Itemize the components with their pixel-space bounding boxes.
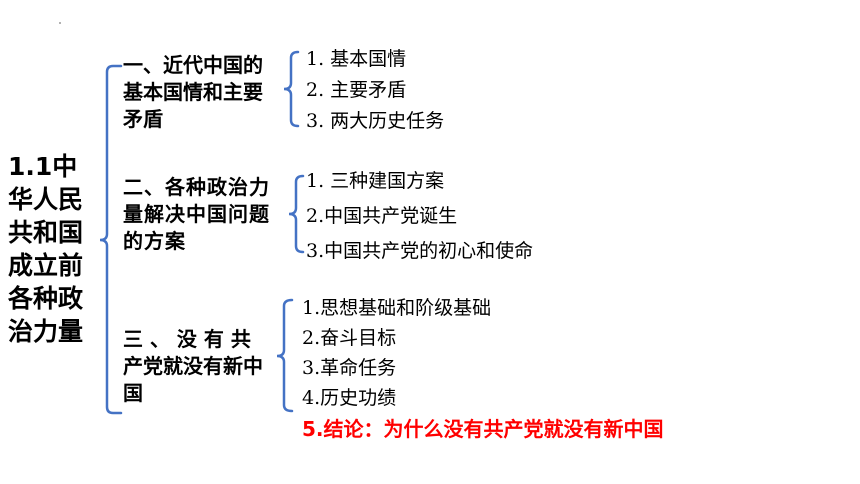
- section-3-conclusion: 5.结论：为什么没有共产党就没有新中国: [302, 417, 664, 441]
- section-3-item-3: 3.革命任务: [302, 357, 397, 379]
- section-1-item-3: 3. 两大历史任务: [306, 110, 445, 132]
- main-bracket: [99, 64, 123, 415]
- section-3-bracket: [276, 298, 294, 413]
- section-3-title: 三 、 没 有 共产党就没有新中国: [123, 327, 263, 405]
- section-2-item-3: 3.中国共产党的初心和使命: [306, 240, 534, 262]
- section-1-title: 一、近代中国的基本国情和主要矛盾: [123, 53, 263, 131]
- root-title: 1.1中华人民共和国成立前各种政治力量: [8, 152, 84, 346]
- section-1-item-1: 1. 基本国情: [306, 48, 407, 70]
- section-2-item-2: 2.中国共产党诞生: [306, 205, 458, 227]
- section-2-item-1: 1. 三种建国方案: [306, 170, 445, 192]
- section-2-bracket: [288, 174, 305, 254]
- section-2-title: 二、各种政治力量解决中国问题的方案: [123, 175, 270, 253]
- decorative-dot: [59, 22, 61, 24]
- section-3-item-4: 4.历史功绩: [302, 387, 397, 409]
- section-3-item-1: 1.思想基础和阶级基础: [302, 297, 492, 319]
- section-3-item-2: 2.奋斗目标: [302, 327, 397, 349]
- section-1-bracket: [283, 50, 300, 128]
- section-1-item-2: 2. 主要矛盾: [306, 79, 407, 101]
